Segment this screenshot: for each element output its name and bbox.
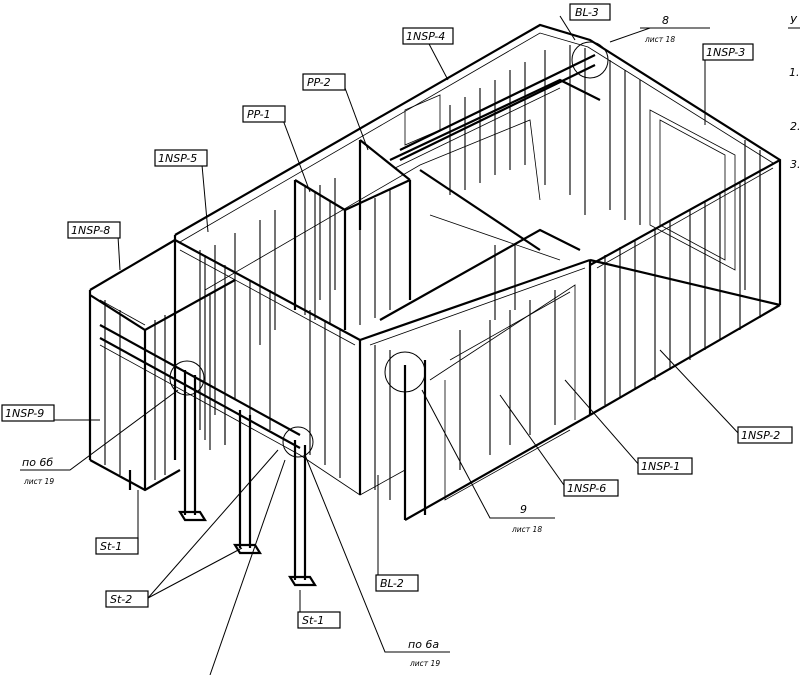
detail-circle-6b xyxy=(169,360,205,396)
ref-6a: по 6а лист 19 xyxy=(408,638,440,668)
ref-6a-sheet: лист 19 xyxy=(409,659,440,668)
tag-insp3-label: 1NSP-3 xyxy=(706,46,745,59)
tag-insp1: 1NSP-1 xyxy=(637,457,693,475)
ref-6b-number: по 6б xyxy=(22,456,53,469)
tag-insp9: 1NSP-9 xyxy=(1,404,55,422)
tag-pp2: PP-2 xyxy=(302,73,346,91)
tag-st2-label: St-2 xyxy=(110,593,132,606)
ref-8-number: 8 xyxy=(662,14,669,27)
detail-circle-8 xyxy=(571,41,609,79)
tag-insp6-label: 1NSP-6 xyxy=(567,482,606,495)
note-2: 2. xyxy=(790,120,800,133)
tag-insp4-label: 1NSP-4 xyxy=(406,30,445,43)
tag-bl2-label: BL-2 xyxy=(380,577,404,590)
tag-bl2: BL-2 xyxy=(375,574,419,592)
ref-9-number: 9 xyxy=(520,503,527,516)
tag-insp2: 1NSP-2 xyxy=(737,426,793,444)
ref-8-sheet: лист 18 xyxy=(644,35,675,44)
ref-9: 9 лист 18 xyxy=(511,503,542,534)
notes-column: У 1. 2. 3. xyxy=(788,14,800,171)
tag-st1-right-label: St-1 xyxy=(302,614,324,627)
ref-6b: по 6б лист 19 xyxy=(22,456,54,486)
tag-insp5-label: 1NSP-5 xyxy=(158,152,197,165)
note-1: 1. xyxy=(789,66,800,79)
tag-st1-right: St-1 xyxy=(297,611,341,629)
tag-st1-left-label: St-1 xyxy=(100,540,122,553)
ref-6a-number: по 6а xyxy=(408,638,439,651)
tag-pp2-label: PP-2 xyxy=(307,76,331,89)
notes-header: У xyxy=(790,14,798,27)
note-3: 3. xyxy=(790,158,800,171)
tag-insp5: 1NSP-5 xyxy=(154,149,208,167)
tag-bl3: BL-3 xyxy=(569,3,611,21)
tag-insp6: 1NSP-6 xyxy=(563,479,619,497)
ref-6b-sheet: лист 19 xyxy=(23,477,54,486)
tag-insp9-label: 1NSP-9 xyxy=(5,407,44,420)
ref-9-sheet: лист 18 xyxy=(511,525,542,534)
tag-insp4: 1NSP-4 xyxy=(402,27,454,45)
tag-st2: St-2 xyxy=(105,590,149,608)
detail-circle-9 xyxy=(384,351,426,393)
tag-insp3: 1NSP-3 xyxy=(702,43,754,61)
tag-insp8: 1NSP-8 xyxy=(67,221,121,239)
ref-8: 8 лист 18 xyxy=(640,14,700,44)
steel-frame xyxy=(88,23,782,587)
tag-insp1-label: 1NSP-1 xyxy=(641,460,680,473)
tag-insp8-label: 1NSP-8 xyxy=(71,224,110,237)
tag-insp2-label: 1NSP-2 xyxy=(741,429,780,442)
tag-st1-left: St-1 xyxy=(95,537,139,555)
tag-bl3-label: BL-3 xyxy=(575,6,599,19)
tag-pp1: PP-1 xyxy=(242,105,286,123)
detail-circle-6a xyxy=(282,426,314,458)
tag-pp1-label: PP-1 xyxy=(247,108,271,121)
leader-lines xyxy=(20,15,741,675)
